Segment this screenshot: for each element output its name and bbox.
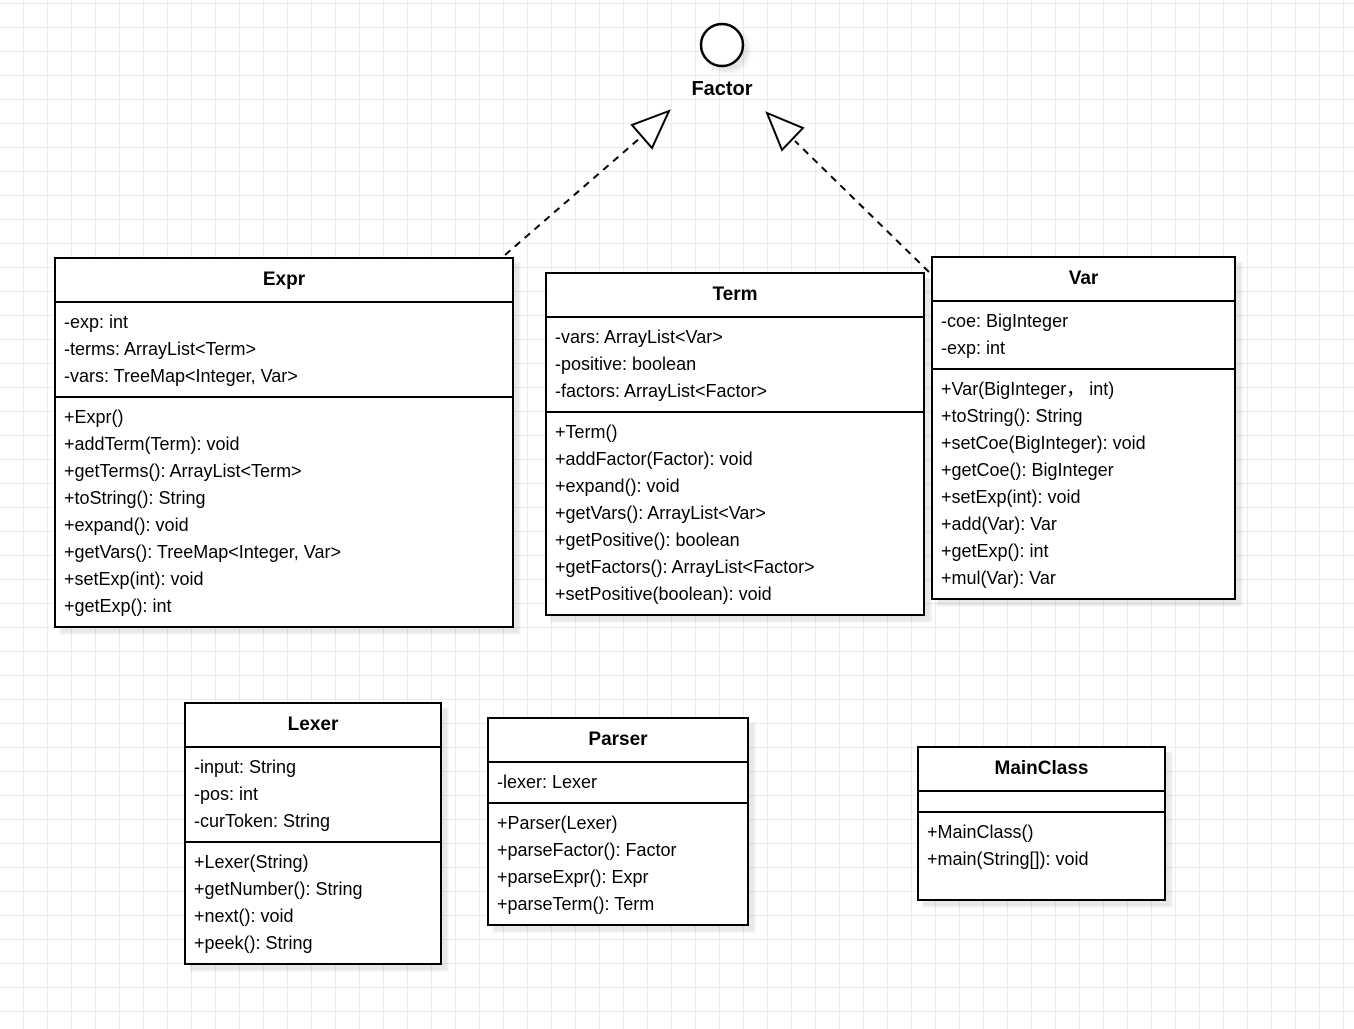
- method-line: +main(String[]): void: [927, 849, 1089, 869]
- method-line: +Expr(): [64, 407, 124, 427]
- method-line: +peek(): String: [194, 933, 313, 953]
- attributes-section: -lexer: Lexer: [489, 763, 747, 802]
- method-line: +getCoe(): BigInteger: [941, 460, 1114, 480]
- methods-section: +Lexer(String) +getNumber(): String +nex…: [186, 841, 440, 963]
- method-line: +parseTerm(): Term: [497, 894, 655, 914]
- method-line: +MainClass(): [927, 822, 1034, 842]
- attribute-line: -exp: int: [64, 312, 129, 332]
- method-line: +setCoe(BigInteger): void: [941, 433, 1146, 453]
- attribute-line: -terms: ArrayList<Term>: [64, 339, 257, 359]
- attribute-line: -lexer: Lexer: [497, 772, 598, 792]
- class-box-mainclass[interactable]: MainClass +MainClass() +main(String[]): …: [917, 746, 1166, 901]
- realization-connector-expr-factor[interactable]: [504, 109, 671, 256]
- class-box-term[interactable]: Term -vars: ArrayList<Var> -positive: bo…: [545, 272, 925, 616]
- attributes-section: -coe: BigInteger -exp: int: [933, 302, 1234, 368]
- method-line: +getVars(): TreeMap<Integer, Var>: [64, 542, 341, 562]
- methods-section: +Expr() +addTerm(Term): void +getTerms()…: [56, 396, 512, 626]
- method-line: +getFactors(): ArrayList<Factor>: [555, 557, 815, 577]
- class-name: MainClass: [919, 748, 1164, 792]
- interface-name: Factor: [691, 78, 753, 100]
- method-line: +getExp(): int: [941, 541, 1049, 561]
- method-line: +addFactor(Factor): void: [555, 449, 753, 469]
- method-line: +Term(): [555, 422, 618, 442]
- class-name: Expr: [56, 259, 512, 303]
- method-line: +setExp(int): void: [941, 487, 1081, 507]
- method-line: +Parser(Lexer): [497, 813, 618, 833]
- attribute-line: -pos: int: [194, 784, 259, 804]
- method-line: +parseFactor(): Factor: [497, 840, 677, 860]
- method-line: +expand(): void: [555, 476, 680, 496]
- methods-section: +MainClass() +main(String[]): void: [919, 811, 1164, 899]
- attribute-line: -vars: ArrayList<Var>: [555, 327, 723, 347]
- class-name: Parser: [489, 719, 747, 763]
- realization-connector-var-factor[interactable]: [765, 111, 930, 273]
- class-box-lexer[interactable]: Lexer -input: String -pos: int -curToken…: [184, 702, 442, 965]
- interface-lollipop-icon[interactable]: [699, 22, 745, 68]
- method-line: +setExp(int): void: [64, 569, 204, 589]
- class-name: Lexer: [186, 704, 440, 748]
- class-box-expr[interactable]: Expr -exp: int -terms: ArrayList<Term> -…: [54, 257, 514, 628]
- method-line: +parseExpr(): Expr: [497, 867, 649, 887]
- method-line: +addTerm(Term): void: [64, 434, 240, 454]
- attributes-section: [919, 792, 1164, 811]
- method-line: +getTerms(): ArrayList<Term>: [64, 461, 302, 481]
- attributes-section: -exp: int -terms: ArrayList<Term> -vars:…: [56, 303, 512, 396]
- method-line: +next(): void: [194, 906, 294, 926]
- method-line: +getPositive(): boolean: [555, 530, 740, 550]
- method-line: +getNumber(): String: [194, 879, 363, 899]
- method-line: +Lexer(String): [194, 852, 309, 872]
- attribute-line: -exp: int: [941, 338, 1006, 358]
- attribute-line: -positive: boolean: [555, 354, 697, 374]
- method-line: +Var(BigInteger， int): [941, 379, 1115, 399]
- method-line: +add(Var): Var: [941, 514, 1057, 534]
- attribute-line: -curToken: String: [194, 811, 331, 831]
- method-line: +mul(Var): Var: [941, 568, 1056, 588]
- method-line: +toString(): String: [941, 406, 1083, 426]
- attribute-line: -input: String: [194, 757, 297, 777]
- attribute-line: -factors: ArrayList<Factor>: [555, 381, 768, 401]
- attributes-section: -input: String -pos: int -curToken: Stri…: [186, 748, 440, 841]
- methods-section: +Parser(Lexer) +parseFactor(): Factor +p…: [489, 802, 747, 924]
- class-box-var[interactable]: Var -coe: BigInteger -exp: int +Var(BigI…: [931, 256, 1236, 600]
- class-name: Var: [933, 258, 1234, 302]
- method-line: +getVars(): ArrayList<Var>: [555, 503, 766, 523]
- class-name: Term: [547, 274, 923, 318]
- attribute-line: -coe: BigInteger: [941, 311, 1069, 331]
- method-line: +toString(): String: [64, 488, 206, 508]
- method-line: +expand(): void: [64, 515, 189, 535]
- methods-section: +Term() +addFactor(Factor): void +expand…: [547, 411, 923, 614]
- attributes-section: -vars: ArrayList<Var> -positive: boolean…: [547, 318, 923, 411]
- methods-section: +Var(BigInteger， int) +toString(): Strin…: [933, 368, 1234, 598]
- method-line: +getExp(): int: [64, 596, 172, 616]
- method-line: +setPositive(boolean): void: [555, 584, 772, 604]
- class-box-parser[interactable]: Parser -lexer: Lexer +Parser(Lexer) +par…: [487, 717, 749, 926]
- attribute-line: -vars: TreeMap<Integer, Var>: [64, 366, 298, 386]
